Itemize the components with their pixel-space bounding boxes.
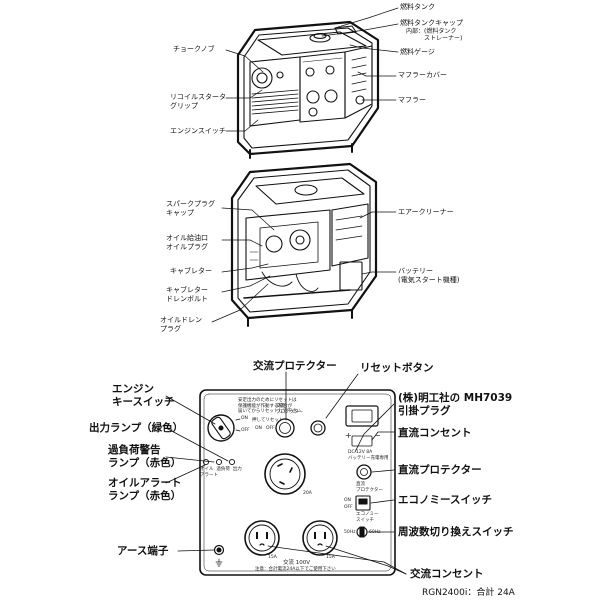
label-fuel-tank-cap: 燃料タンクキャップ: [400, 19, 463, 27]
panel-hz50: 50Hz: [344, 530, 356, 535]
panel-sw-on: ON: [255, 426, 262, 431]
ac-outlet-right: [302, 520, 338, 556]
label-fuel-tank: 燃料タンク: [400, 3, 435, 11]
twist-lock-outlet: [264, 453, 306, 495]
label-oil-alert-lamp: オイルアラート ランプ（赤色）: [108, 477, 182, 502]
label-ac-protector: 交流プロテクター: [253, 360, 337, 372]
panel-ac-note: 注意：合計電流24A以下でご使用下さい: [255, 567, 336, 572]
label-engine-key-switch: エンジン キースイッチ: [112, 383, 175, 408]
label-meiko-plug: (株)明工社の MH7039 引掛プラグ: [398, 392, 513, 417]
panel-dc-protector-label: 直流 プロテクター: [356, 482, 383, 493]
label-fuel-gauge: 燃料ゲージ: [400, 48, 435, 56]
label-carburetor: キャブレター: [170, 267, 212, 275]
label-frequency-switch: 周波数切り換えスイッチ: [398, 526, 514, 538]
label-ac-outlet: 交流コンセント: [410, 568, 484, 580]
panel-eco-label: エコノミー スイッチ: [356, 512, 379, 523]
earth-terminal: [213, 544, 225, 556]
generator-open-illustration: [230, 162, 378, 327]
label-dc-protector: 直流プロテクター: [398, 464, 482, 476]
panel-ac-100v: 交流 100V: [283, 560, 311, 566]
label-choke-knob: チョークノブ: [173, 45, 215, 53]
panel-eco-on: ON: [344, 498, 351, 503]
output-lamp: [228, 458, 236, 466]
panel-key-warning: 安定出力のためにリセットは 保護機能が作動する場合が 届いてからリセットして下さ…: [238, 398, 301, 414]
economy-switch: [355, 495, 371, 511]
panel-15a-right: 15A: [326, 555, 335, 560]
label-muffler: マフラー: [398, 96, 426, 104]
label-recoil-starter-grip: リコイルスタータ グリップ: [170, 93, 226, 110]
label-dc-outlet: 直流コンセント: [398, 427, 472, 439]
label-muffler-cover: マフラーカバー: [398, 71, 447, 79]
panel-push-reset: 押してリセット: [252, 418, 284, 423]
label-carburetor-drain-bolt: キャブレター ドレンボルト: [166, 286, 208, 303]
ac-protector-button: [275, 418, 295, 438]
model-footer: RGN2400i：合計 24A: [422, 588, 515, 598]
label-fuel-tank-cap-note: 内部：(燃料タンク ストレーナー): [406, 28, 463, 42]
reset-button: [310, 420, 326, 436]
panel-hz60: 60Hz: [369, 530, 381, 535]
panel-20a: 20A: [303, 491, 312, 496]
ac-outlet-left: [244, 520, 280, 556]
panel-key-off: OFF: [241, 428, 250, 433]
panel-plus: +: [345, 431, 352, 440]
dc-outlet: [345, 405, 379, 427]
label-output-lamp: 出力ランプ（緑色）: [89, 422, 184, 434]
panel-sw-off: OFF: [266, 426, 275, 431]
label-overload-lamp: 過負荷警告 ランプ（赤色）: [108, 444, 182, 469]
label-spark-plug-cap: スパークプラグ キャップ: [166, 200, 215, 217]
panel-dc-spec: DC 12V 8A バッテリー充電専用: [348, 450, 389, 461]
panel-eco-off: OFF: [344, 505, 353, 510]
label-economy-switch: エコノミースイッチ: [398, 494, 492, 506]
panel-minus: −: [374, 431, 381, 440]
label-reset-button: リセットボタン: [360, 362, 434, 374]
label-earth-terminal: アース端子: [117, 545, 169, 557]
panel-protector-label: 交流 プロテクター: [276, 404, 303, 415]
dc-protector: [356, 464, 372, 480]
overload-lamp: [215, 458, 223, 466]
oil-alert-lamp: [202, 458, 210, 466]
label-oil-drain-plug: オイルドレン プラグ: [160, 316, 202, 333]
label-air-cleaner: エアークリーナー: [398, 208, 454, 216]
panel-15a-left: 15A: [268, 555, 277, 560]
panel-lamp-labels: オイル 過負荷 出力 アラート: [200, 467, 242, 478]
engine-key-switch-knob: [207, 414, 235, 442]
control-panel-illustration: [199, 389, 396, 576]
generator-front-illustration: [236, 20, 380, 159]
label-oil-filler: オイル給油口 オイルプラグ: [166, 234, 208, 251]
panel-key-on: ON: [241, 416, 248, 421]
label-battery: バッテリー (電気スタート機種): [398, 267, 460, 284]
label-engine-switch: エンジンスイッチ: [170, 127, 226, 135]
